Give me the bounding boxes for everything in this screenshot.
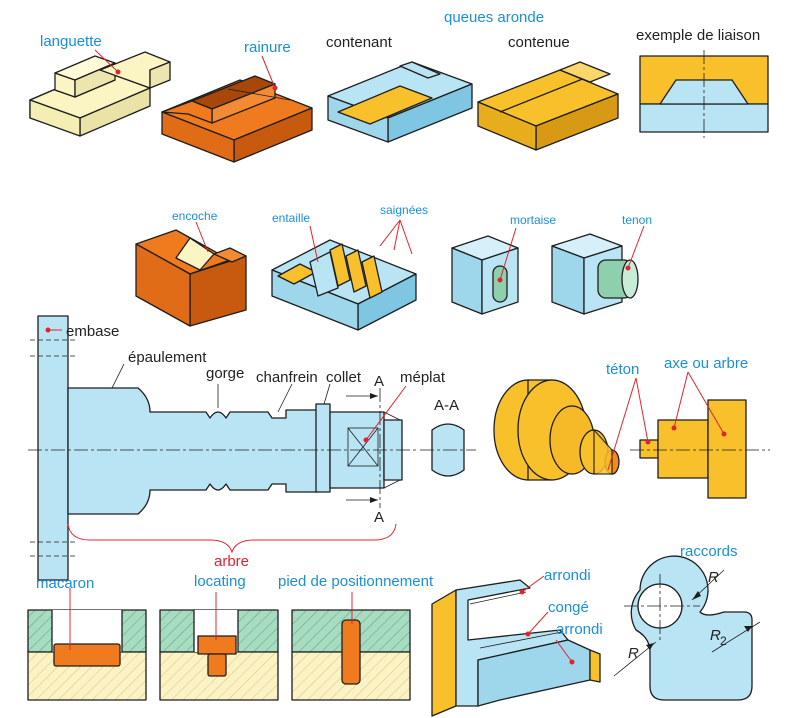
label-gorge: gorge [206,365,244,382]
label-raccords: raccords [680,543,738,560]
languette-leader [94,49,119,73]
raccords-part [624,555,753,701]
contenue-block [477,61,619,151]
tenon-dot [625,265,631,271]
label-section-a-top: A [374,373,384,390]
shaft-profile [28,315,418,581]
label-pied-positionnement: pied de positionnement [278,573,434,590]
label-contenant: contenant [326,34,393,51]
contenant-block [327,61,473,143]
languette-dot [115,69,121,75]
saignees-leader-3 [399,219,413,255]
arbre-brace [67,523,397,554]
label-section-a-bottom: A [374,509,384,526]
rainure-block [161,75,313,163]
label-r-top: R [708,569,719,586]
teton-leader-1 [607,377,637,471]
label-section-aa: A-A [434,397,459,414]
label-chanfrein: chanfrein [256,369,318,386]
teton-dot [645,439,651,445]
label-collet: collet [326,369,362,386]
label-epaulement: épaulement [128,349,207,366]
conge-leader [527,611,549,635]
teton-3d [493,379,620,481]
meplat-dot [363,437,369,443]
axe-dot-1 [671,425,677,431]
locating-section [159,609,279,701]
label-locating: locating [194,573,246,590]
teton-leader-2 [635,377,649,443]
label-saignees: saignées [380,203,428,217]
arrondi-top-leader [521,575,545,593]
label-arrondi-top: arrondi [544,567,591,584]
liaison-example [639,50,769,138]
label-conge: congé [548,599,589,616]
label-r2-subscript: 2 [720,634,727,648]
label-arrondi-bottom: arrondi [556,621,603,638]
label-queues-aronde: queues aronde [444,9,544,26]
rainure-leader [261,55,276,89]
label-contenue: contenue [508,34,570,51]
entaille-block [271,239,417,331]
languette-block [29,51,171,137]
macaron-section [27,609,147,701]
label-meplat: méplat [400,369,446,386]
pied-section [291,609,411,701]
label-exemple-liaison: exemple de liaison [636,27,760,44]
mortaise-dot [497,277,503,283]
label-tenon: tenon [622,213,652,227]
saignees-leader-2 [393,219,401,251]
encoche-leader [195,221,209,253]
axe-leader-1 [673,371,689,429]
label-teton: téton [606,361,639,378]
section-aa [420,423,476,477]
label-macaron: macaron [36,575,94,592]
arrondi-bottom-dot [569,659,575,665]
saignees-leader-1 [379,219,401,247]
conge-dot [525,631,531,637]
label-encoche: encoche [172,209,218,223]
mortaise-leader [499,227,517,281]
label-axe-ou-arbre: axe ou arbre [664,355,748,372]
label-embase: embase [66,323,119,340]
label-mortaise: mortaise [510,213,556,227]
entaille-leader [309,225,319,263]
mortaise-block [451,235,519,315]
label-rainure: rainure [244,39,291,56]
embase-dot [45,327,51,333]
arrondi-top-dot [519,589,525,595]
label-r-bottom: R [628,645,639,662]
axe-leader-2 [687,371,725,435]
arrondi-bottom-leader [555,639,573,663]
label-languette: languette [40,33,102,50]
tenon-leader [627,225,645,269]
label-arbre: arbre [214,553,249,570]
rainure-dot [272,85,278,91]
encoche-block [135,229,247,327]
label-entaille: entaille [272,211,310,225]
meplat-leader [365,385,407,441]
label-r2: R [710,627,721,644]
tenon-block [551,233,639,315]
teton-profile [630,399,770,499]
conge-block [431,579,601,717]
axe-dot-2 [721,431,727,437]
